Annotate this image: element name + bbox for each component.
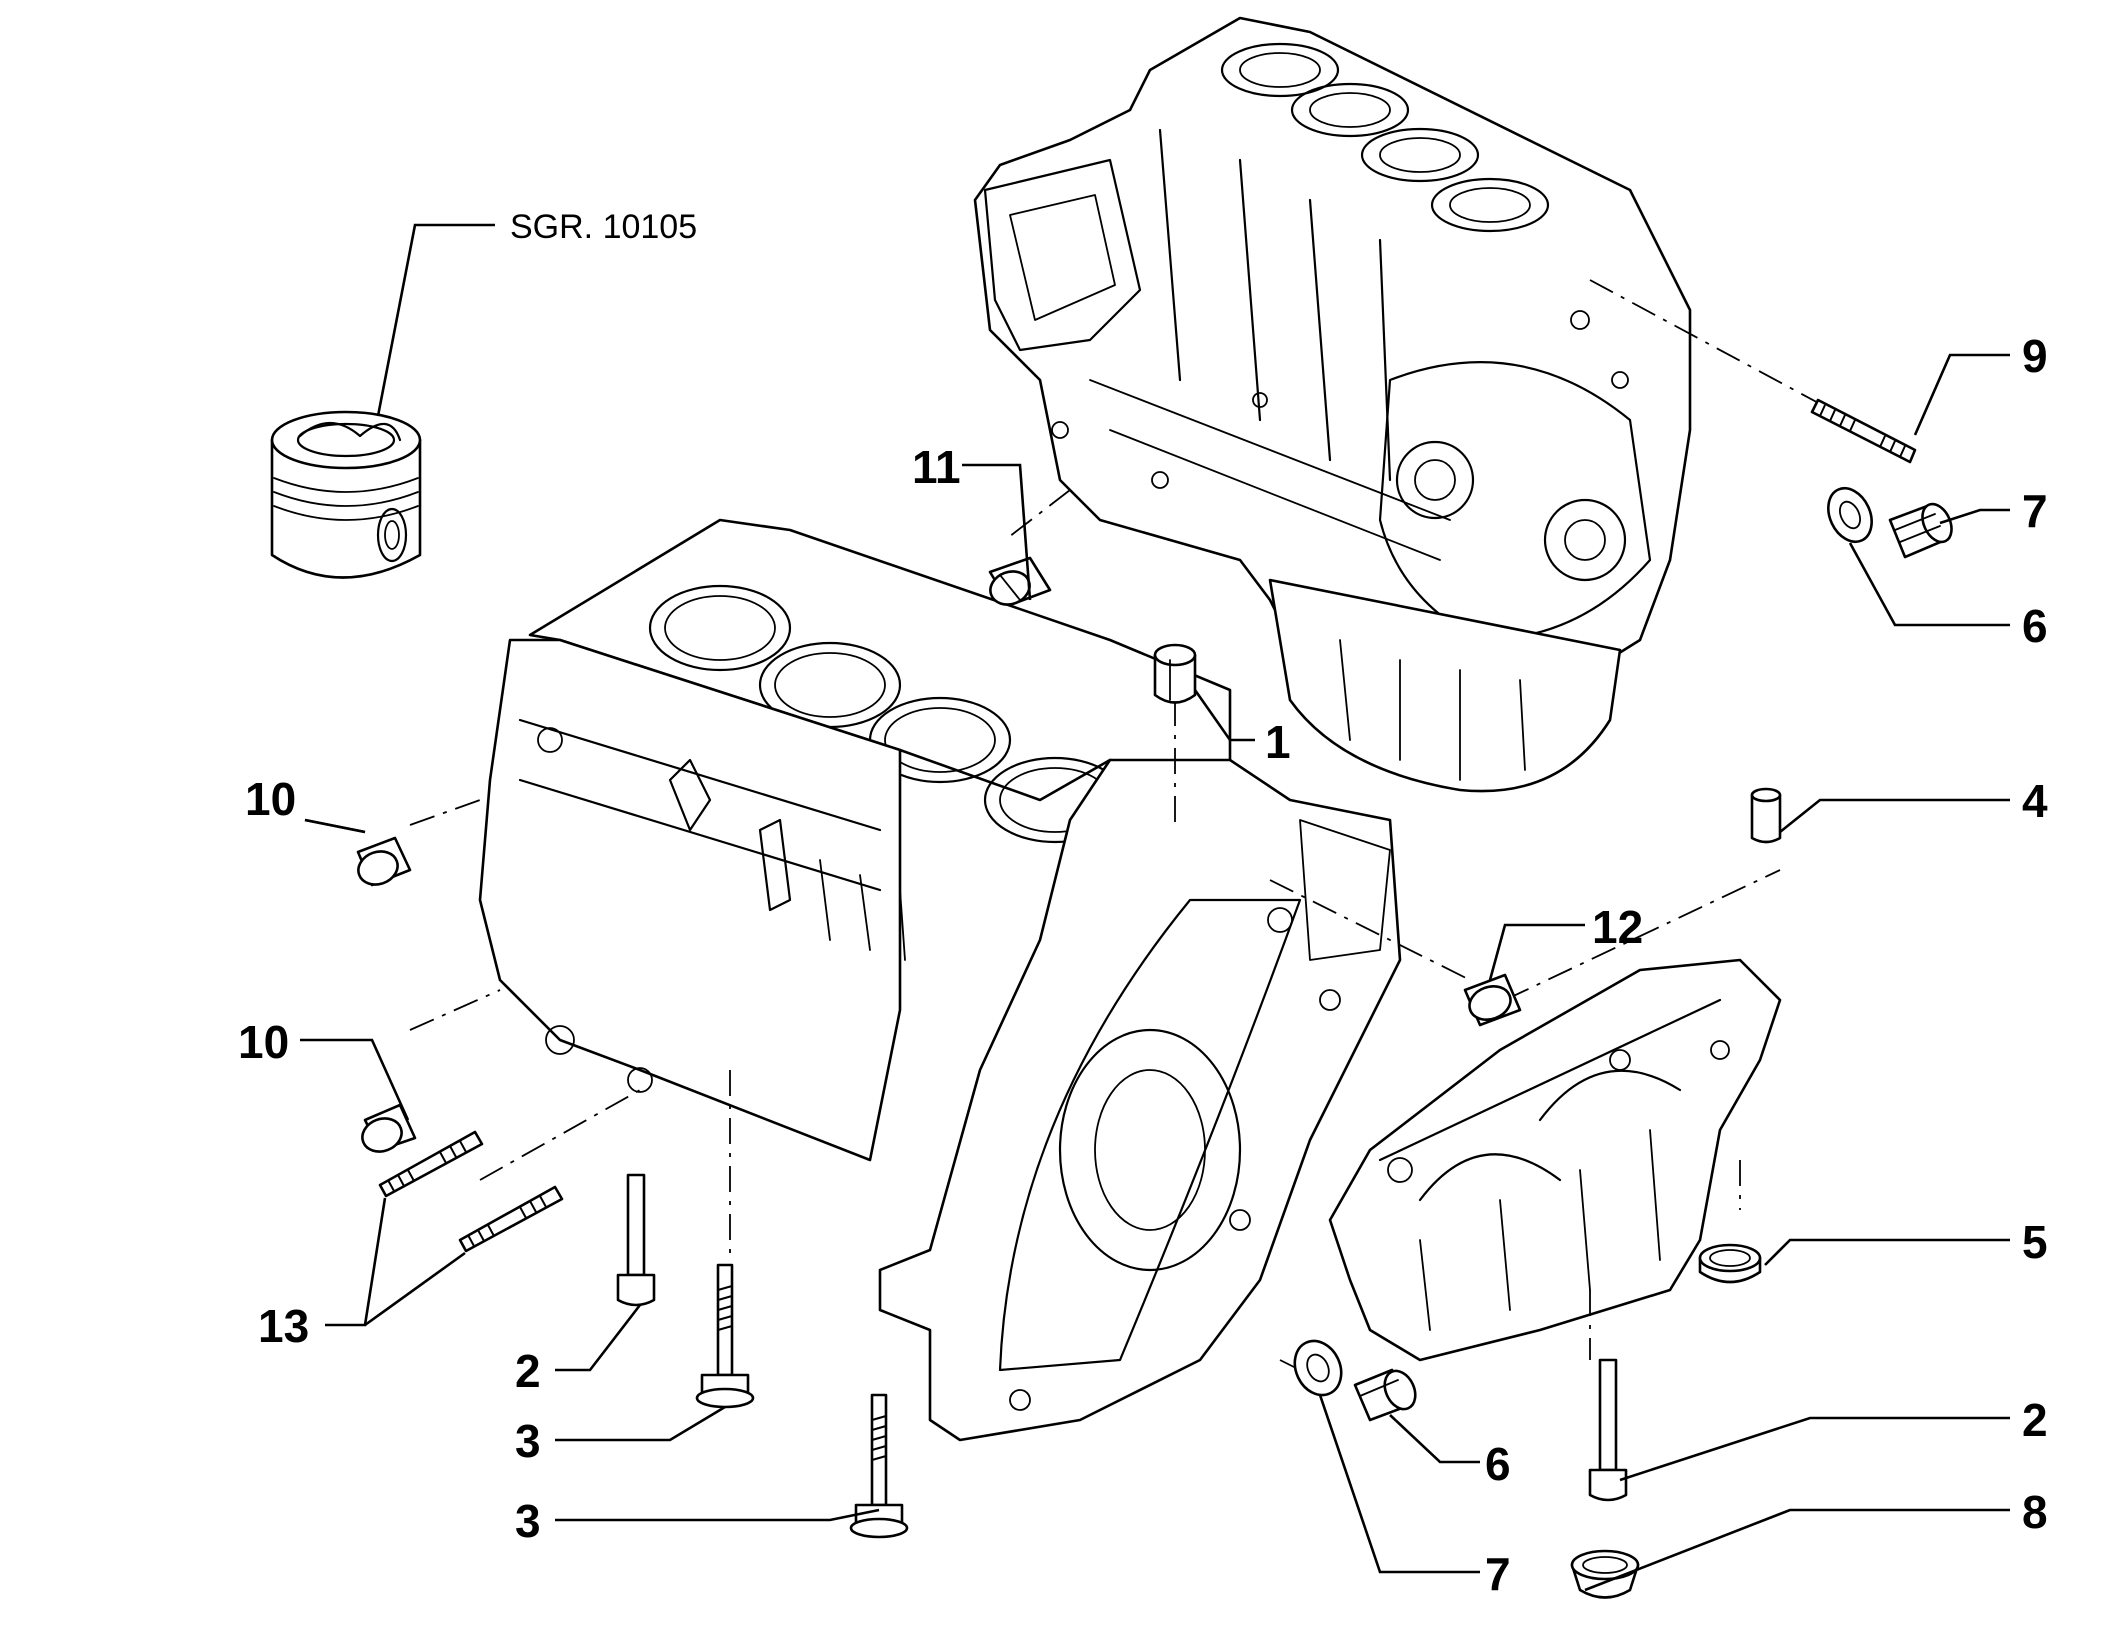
callout-4: 4 [2022, 775, 2048, 827]
dowel-sleeve-1 [1153, 643, 1197, 704]
callout-10-bottom: 10 [238, 1016, 289, 1068]
cylinder-block-illustration [478, 518, 1402, 1442]
stud-13-b [458, 1185, 564, 1253]
callout-6-bottom: 6 [1485, 1438, 1511, 1490]
callout-11: 11 [912, 441, 961, 493]
bolt-3-lower [849, 1393, 909, 1539]
callout-2-left: 2 [515, 1345, 541, 1397]
callout-12: 12 [1592, 901, 1643, 953]
washer-6-top [1827, 486, 1873, 544]
dowel-sleeve-11 [988, 556, 1052, 607]
callout-2-right: 2 [2022, 1394, 2048, 1446]
callout-7-bottom: 7 [1485, 1548, 1511, 1600]
callout-13: 13 [258, 1300, 309, 1352]
stud-13-a [378, 1130, 484, 1198]
callout-3-lower: 3 [515, 1495, 541, 1547]
callout-9: 9 [2022, 330, 2048, 382]
callout-8: 8 [2022, 1486, 2048, 1538]
lower-crankcase-illustration [1328, 958, 1782, 1362]
bolt-2-right [1588, 1358, 1628, 1502]
plug-6-bottom [1353, 1368, 1417, 1422]
dowel-sleeve-10-bottom [361, 1103, 417, 1153]
bolt-2-left [616, 1173, 656, 1307]
reference-label: SGR. 10105 [510, 208, 697, 246]
callout-5: 5 [2022, 1216, 2048, 1268]
callout-7-top: 7 [2022, 485, 2048, 537]
dowel-sleeve-10-top [356, 836, 412, 887]
stud-9 [1810, 398, 1917, 464]
bolt-3-upper [695, 1263, 755, 1409]
callout-6-top: 6 [2022, 600, 2048, 652]
seal-ring-5 [1698, 1243, 1762, 1284]
piston-illustration [270, 410, 422, 579]
dowel-sleeve-12 [1463, 973, 1522, 1027]
callout-1: 1 [1265, 716, 1291, 768]
callout-10-top: 10 [245, 773, 296, 825]
dowel-pin-4 [1750, 787, 1782, 844]
callout-leaders [300, 353, 2010, 1592]
assembled-engine-illustration [973, 16, 1692, 793]
washer-7-bottom [1293, 1339, 1343, 1397]
plug-7-top [1888, 502, 1953, 559]
reference-leader [376, 223, 495, 417]
callout-3-upper: 3 [515, 1415, 541, 1467]
